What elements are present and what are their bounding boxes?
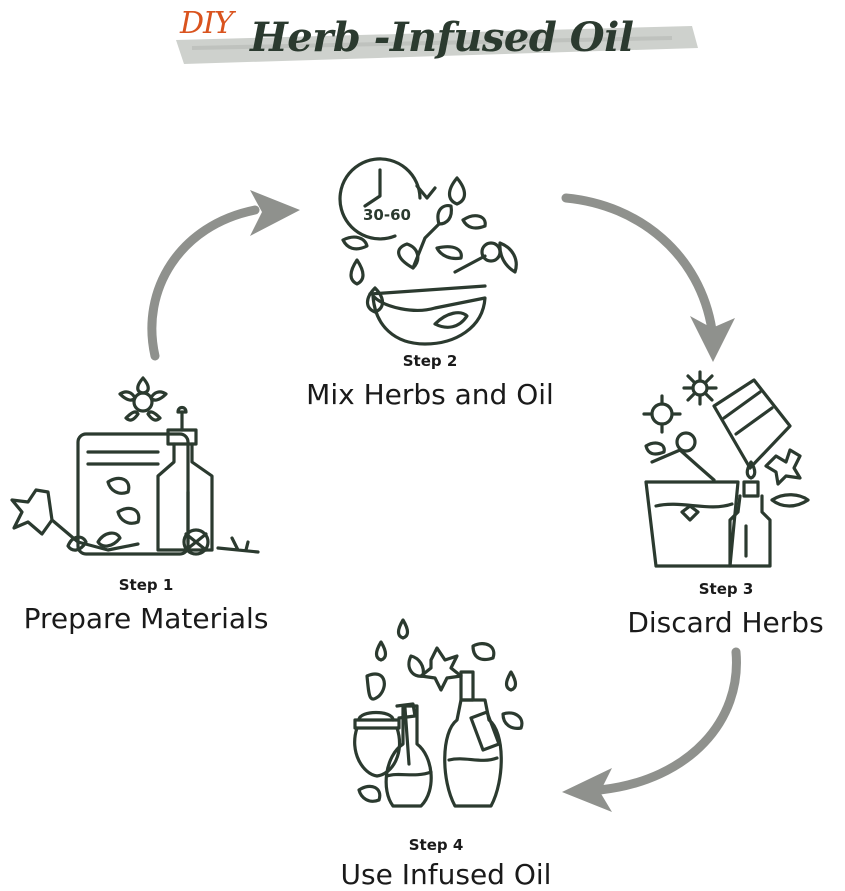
timer-mortar-herbs-icon: 30-60 (338, 157, 518, 346)
step1-name: Prepare Materials (23, 602, 269, 635)
timer-text: 30-60 (363, 206, 411, 224)
bottles-herb-bundle-icon (353, 618, 524, 808)
strain-glass-dropper-icon (642, 370, 810, 568)
arrowhead-step3 (690, 316, 735, 362)
arrowhead-step4 (562, 768, 612, 812)
title-brush-stroke (176, 26, 698, 64)
arrowhead-step2 (250, 190, 300, 236)
page-title: Herb -Infused Oil (250, 14, 634, 61)
arrow-step3-to-step4 (595, 647, 741, 795)
step3-label: Step 3 (698, 580, 754, 598)
step2-label: Step 2 (402, 352, 458, 370)
step3-name: Discard Herbs (627, 606, 824, 639)
step2-name: Mix Herbs and Oil (306, 378, 554, 411)
arrow-step2-to-step3 (561, 193, 717, 335)
title-prefix: DIY (180, 6, 234, 41)
step1-label: Step 1 (118, 576, 174, 594)
herb-jar-dropper-icon (10, 376, 260, 556)
step4-name: Use Infused Oil (340, 858, 552, 891)
arrow-step1-to-step2 (147, 205, 260, 361)
step4-label: Step 4 (408, 836, 464, 854)
